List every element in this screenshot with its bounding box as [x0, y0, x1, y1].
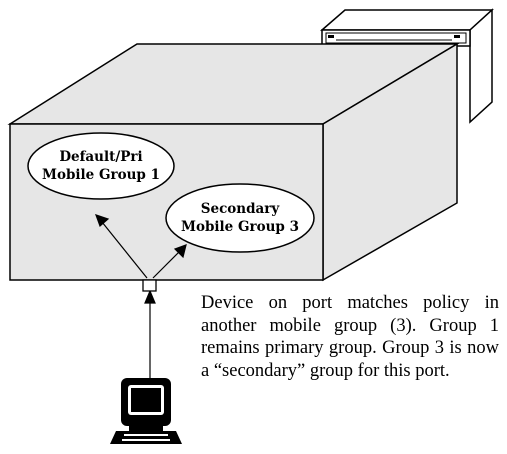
port-detail-box	[7, 42, 460, 282]
primary-group-label-line1: Default/Pri	[59, 149, 142, 165]
switch-chassis-icon	[319, 8, 494, 124]
computer-icon	[110, 378, 182, 444]
primary-group-ellipse: Default/Pri Mobile Group 1	[27, 132, 175, 200]
secondary-group-ellipse: Secondary Mobile Group 3	[165, 183, 315, 253]
secondary-group-label-line2: Mobile Group 3	[181, 219, 299, 235]
secondary-group-label-line1: Secondary	[201, 201, 281, 217]
primary-group-label-line2: Mobile Group 1	[42, 167, 160, 183]
port-square	[142, 279, 157, 292]
diagram-caption: Device on port matches policy in another…	[201, 293, 499, 381]
